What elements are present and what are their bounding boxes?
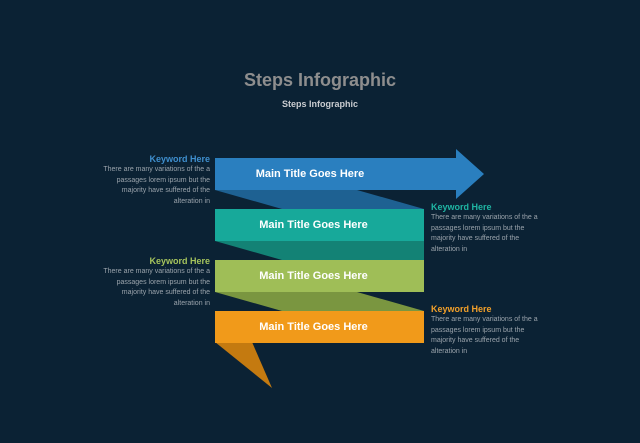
note-4-keyword: Keyword Here (431, 304, 492, 314)
band-4[interactable] (215, 311, 424, 343)
step-1-label: Main Title Goes Here (255, 168, 365, 180)
band-2[interactable] (215, 209, 424, 241)
step-3-label: Main Title Goes Here (259, 270, 368, 282)
note-2-keyword: Keyword Here (431, 202, 492, 212)
step-4-label: Main Title Goes Here (259, 321, 368, 333)
note-2-text: There are many variations of the a passa… (431, 214, 538, 253)
note-3-text: There are many variations of the a passa… (103, 268, 210, 307)
fold-2 (215, 241, 424, 260)
note-3: Keyword Here There are many variations o… (92, 256, 210, 309)
fold-1 (215, 190, 424, 209)
fold-3 (215, 292, 424, 311)
note-4: Keyword Here There are many variations o… (431, 304, 549, 357)
note-4-text: There are many variations of the a passa… (431, 316, 538, 355)
band-1-arrow[interactable] (215, 149, 484, 199)
note-1: Keyword Here There are many variations o… (92, 154, 210, 207)
band-3[interactable] (215, 260, 424, 292)
note-3-keyword: Keyword Here (149, 256, 210, 266)
ribbon-tail (215, 342, 272, 388)
note-1-text: There are many variations of the a passa… (103, 166, 210, 205)
note-1-keyword: Keyword Here (149, 154, 210, 164)
note-2: Keyword Here There are many variations o… (431, 202, 549, 255)
page-subtitle: Steps Infographic (281, 99, 358, 109)
step-2-label: Main Title Goes Here (259, 219, 368, 231)
page-title: Steps Infographic (243, 70, 396, 90)
